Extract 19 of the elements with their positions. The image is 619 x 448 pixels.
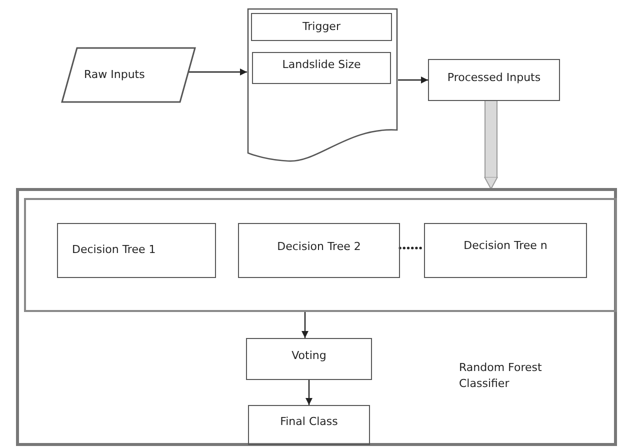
box-label: Processed Inputs [447, 70, 541, 86]
box-label: Decision Tree 1 [72, 243, 156, 258]
box-label: Decision Tree n [464, 239, 548, 254]
box-label: Trigger [302, 20, 340, 34]
process-box [252, 52, 391, 84]
process-box [238, 223, 400, 278]
process-box [428, 59, 560, 101]
box-label: Landslide Size [282, 58, 361, 72]
process-box [246, 338, 372, 380]
panel-title: Random Forest Classifier [459, 360, 543, 392]
process-box [424, 223, 587, 278]
box-label: Final Class [280, 414, 338, 430]
process-box [248, 405, 370, 445]
tree-group-panel [24, 198, 617, 312]
classifier-panel [16, 188, 617, 446]
box-label: Decision Tree 2 [277, 240, 361, 255]
process-box [57, 223, 216, 278]
box-label: Voting [292, 348, 326, 364]
process-box [251, 13, 392, 41]
